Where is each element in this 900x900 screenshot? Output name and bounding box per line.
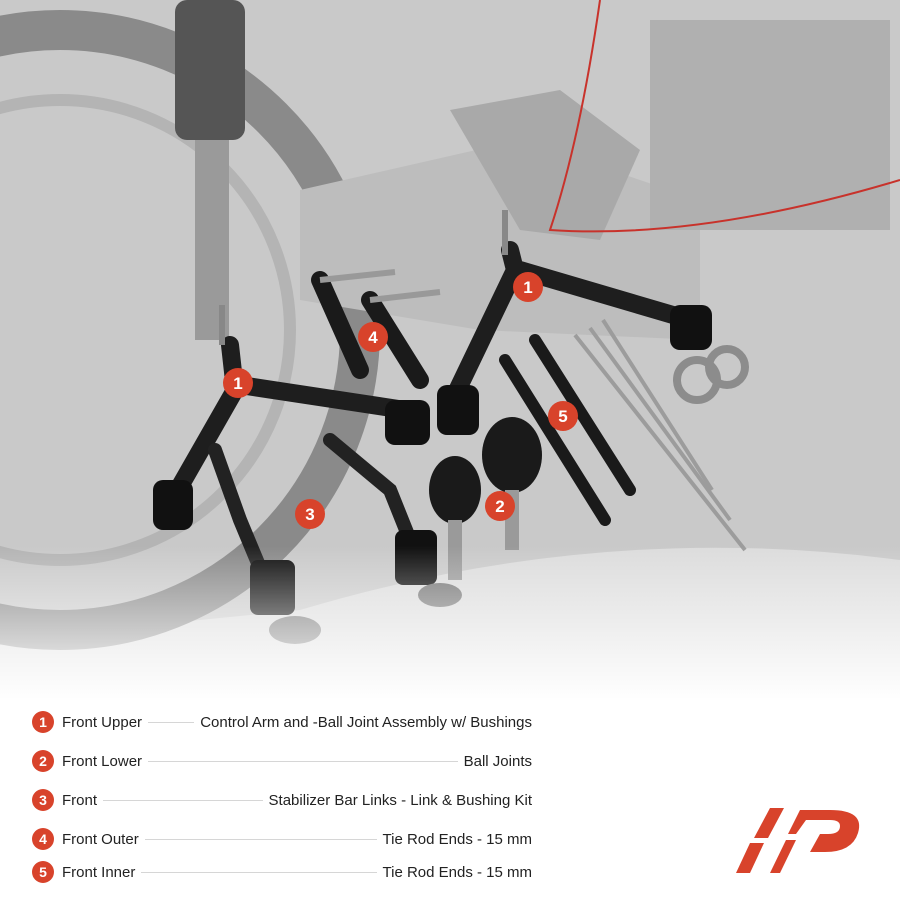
brand-logo-icon: [736, 808, 860, 873]
legend-row: 4 Front Outer Tie Rod Ends - 15 mm: [32, 826, 532, 852]
product-photo: 1 1 2 3 4 5: [0, 0, 900, 700]
legend-row: 5 Front Inner Tie Rod Ends - 15 mm: [32, 859, 532, 885]
legend-number-badge: 3: [32, 789, 54, 811]
legend-position-label: Front Outer: [62, 830, 139, 848]
legend-divider: [148, 760, 458, 762]
legend-part-description: Stabilizer Bar Links - Link & Bushing Ki…: [268, 791, 532, 809]
legend-row: 1 Front Upper Control Arm and -Ball Join…: [32, 709, 532, 735]
legend-position-label: Front Inner: [62, 863, 136, 881]
legend-part-description: Control Arm and -Ball Joint Assembly w/ …: [200, 713, 532, 731]
legend-part-description: Tie Rod Ends - 15 mm: [382, 863, 533, 881]
legend-position-label: Front: [62, 791, 98, 809]
legend-number-badge: 2: [32, 750, 54, 772]
legend-position-label: Front Lower: [62, 752, 143, 770]
legend-divider: [103, 799, 263, 801]
legend-number-badge: 1: [32, 711, 54, 733]
parts-legend: 1 Front Upper Control Arm and -Ball Join…: [32, 704, 542, 894]
legend-row: 2 Front Lower Ball Joints: [32, 748, 532, 774]
legend-divider: [141, 871, 377, 873]
legend-divider: [148, 721, 195, 723]
legend-position-label: Front Upper: [62, 713, 143, 731]
legend-part-description: Ball Joints: [463, 752, 532, 770]
legend-row: 3 Front Stabilizer Bar Links - Link & Bu…: [32, 787, 532, 813]
legend-number-badge: 4: [32, 828, 54, 850]
legend-part-description: Tie Rod Ends - 15 mm: [382, 830, 533, 848]
legend-number-badge: 5: [32, 861, 54, 883]
legend-divider: [144, 838, 377, 840]
